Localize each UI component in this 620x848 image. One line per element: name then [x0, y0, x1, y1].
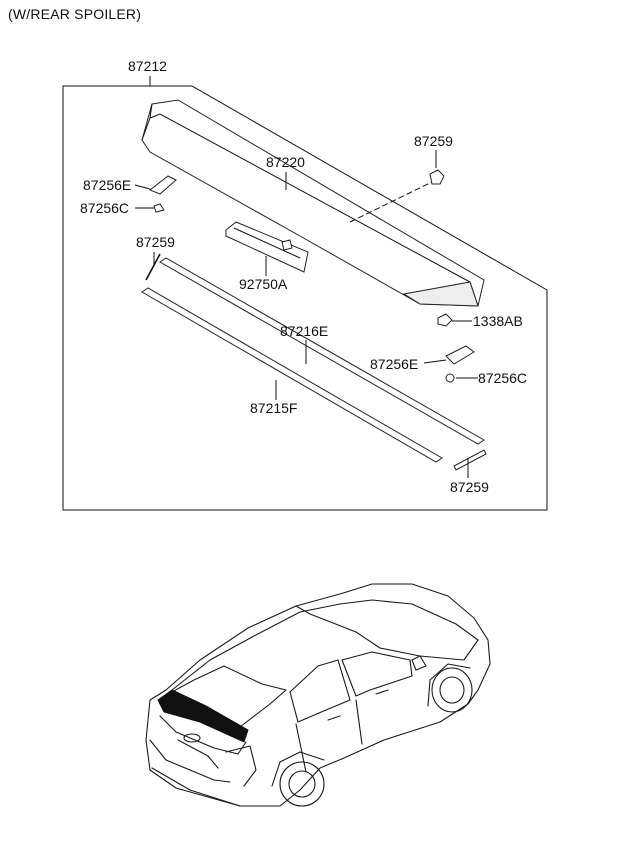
stop-lamp: 92750A [225, 221, 309, 292]
garnish-lower-label: 87215F [250, 400, 297, 416]
clip-top-label: 87259 [414, 133, 453, 149]
garnish-strips: 87216E 87215F [141, 257, 485, 463]
bracket-left-label: 87256E [83, 177, 131, 193]
bracket-left: 87256E 87256C [80, 175, 177, 216]
strip-clip-left-label: 87259 [136, 234, 175, 250]
clip-top: 87259 [349, 133, 453, 223]
spoiler-label: 87220 [266, 154, 305, 170]
stop-lamp-label: 92750A [239, 276, 288, 292]
strip-clip-right: 87259 [450, 449, 489, 495]
assembly-frame: 87212 [62, 58, 548, 511]
car-illustration [145, 583, 491, 807]
assembly-label: 87212 [128, 58, 167, 74]
nut-right-label: 87256C [478, 370, 527, 386]
nut-1338-label: 1338AB [473, 313, 523, 329]
diagram-header: (W/REAR SPOILER) [8, 6, 142, 22]
nut-left-label: 87256C [80, 200, 129, 216]
strip-clip-right-label: 87259 [450, 479, 489, 495]
garnish-upper-label: 87216E [280, 323, 328, 339]
spoiler-part: 87220 [141, 99, 485, 307]
nut-1338: 1338AB [437, 313, 523, 329]
bracket-right: 87256E 87256C [370, 345, 527, 386]
strip-clip-left: 87259 [136, 234, 175, 281]
bracket-right-label: 87256E [370, 356, 418, 372]
